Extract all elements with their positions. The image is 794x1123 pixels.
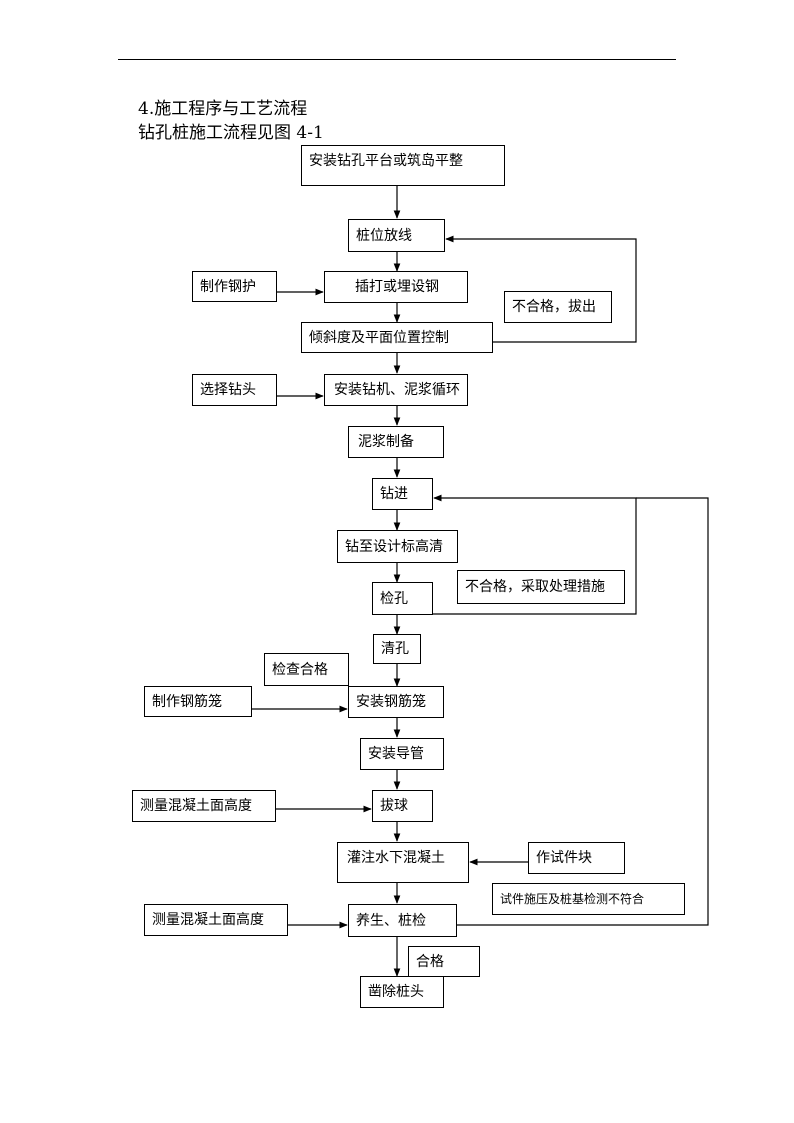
- side-make-cage: 制作钢筋笼: [144, 686, 252, 717]
- feedback-fail-treat: 不合格，采取处理措施: [457, 570, 625, 604]
- step-cure: 养生、桩检: [348, 904, 457, 937]
- step-clean-hole: 清孔: [373, 634, 421, 664]
- step-tremie: 安装导管: [360, 738, 444, 770]
- step-plug: 拔球: [372, 790, 433, 822]
- side-inspect-ok: 检查合格: [264, 653, 349, 686]
- header-rule: [118, 59, 676, 60]
- step-stakeout: 桩位放线: [348, 219, 445, 252]
- step-rig-install: 安装钻机、泥浆循环: [324, 374, 468, 406]
- step-chisel: 凿除桩头: [360, 976, 444, 1008]
- side-passed: 合格: [408, 946, 480, 977]
- step-inspect-hole: 检孔: [372, 582, 433, 615]
- step-cage-install: 安装钢筋笼: [348, 686, 444, 718]
- loop-test-fail: [457, 497, 709, 926]
- side-measure-height-1: 测量混凝土面高度: [132, 790, 276, 822]
- step-tilt-control: 倾斜度及平面位置控制: [301, 322, 493, 353]
- step-casing: 插打或埋设钢: [324, 271, 468, 303]
- side-test-block: 作试件块: [528, 842, 625, 874]
- loop-fail-pull-out: [445, 235, 637, 343]
- side-measure-height-2: 测量混凝土面高度: [144, 904, 288, 936]
- feedback-test-fail: 试件施压及桩基检测不符合: [492, 883, 685, 915]
- figure-caption: 钻孔桩施工流程见图 4-1: [138, 123, 324, 143]
- step-platform: 安装钻孔平台或筑岛平整: [301, 145, 505, 186]
- step-slurry: 泥浆制备: [348, 426, 444, 458]
- feedback-fail-pull-out: 不合格，拔出: [504, 291, 612, 323]
- step-pour: 灌注水下混凝土: [337, 842, 469, 883]
- loop-fail-treat: [433, 494, 637, 615]
- step-design-depth: 钻至设计标高清: [337, 530, 458, 563]
- section-heading: 4.施工程序与工艺流程: [138, 99, 308, 119]
- step-drill: 钻进: [372, 478, 433, 510]
- side-make-casing: 制作钢护: [192, 271, 277, 302]
- side-select-bit: 选择钻头: [192, 374, 277, 406]
